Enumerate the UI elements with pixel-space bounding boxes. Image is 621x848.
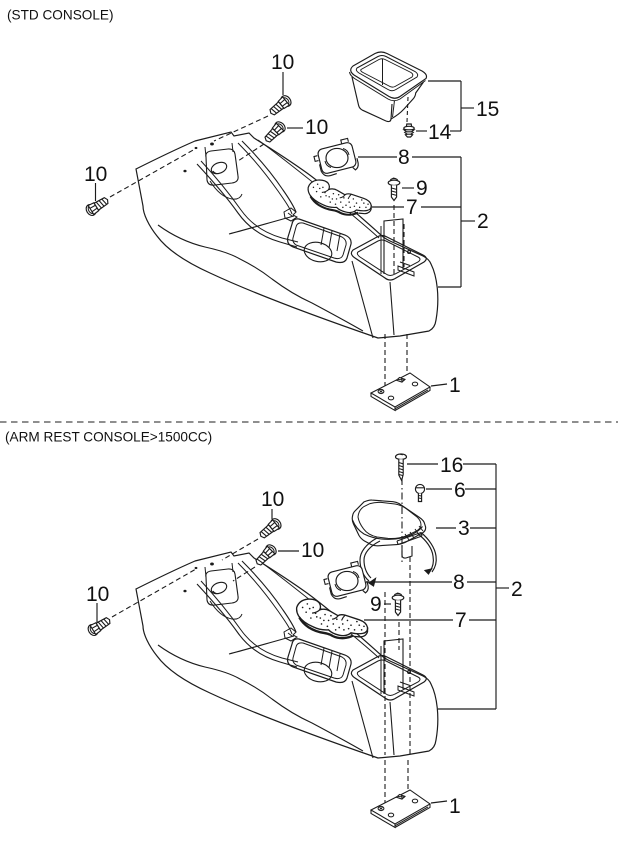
svg-text:(ARM REST CONSOLE>1500CC): (ARM REST CONSOLE>1500CC)	[5, 430, 212, 445]
svg-text:7: 7	[455, 609, 467, 632]
svg-text:16: 16	[440, 454, 463, 477]
svg-text:10: 10	[305, 116, 328, 139]
svg-text:9: 9	[416, 177, 428, 200]
svg-text:10: 10	[271, 51, 294, 74]
svg-text:7: 7	[406, 196, 418, 219]
svg-text:9: 9	[370, 593, 382, 616]
svg-text:10: 10	[86, 583, 109, 606]
svg-text:1: 1	[449, 795, 461, 818]
svg-text:6: 6	[454, 479, 466, 502]
svg-text:8: 8	[453, 571, 465, 594]
svg-text:(STD CONSOLE): (STD CONSOLE)	[7, 8, 114, 23]
svg-text:2: 2	[511, 578, 523, 601]
svg-text:8: 8	[398, 146, 410, 169]
svg-text:14: 14	[428, 121, 452, 144]
svg-text:10: 10	[84, 163, 107, 186]
svg-text:3: 3	[458, 517, 470, 540]
svg-text:10: 10	[261, 488, 284, 511]
svg-text:1: 1	[449, 374, 461, 397]
svg-text:15: 15	[476, 98, 499, 121]
svg-text:10: 10	[301, 539, 324, 562]
svg-text:2: 2	[477, 210, 489, 233]
